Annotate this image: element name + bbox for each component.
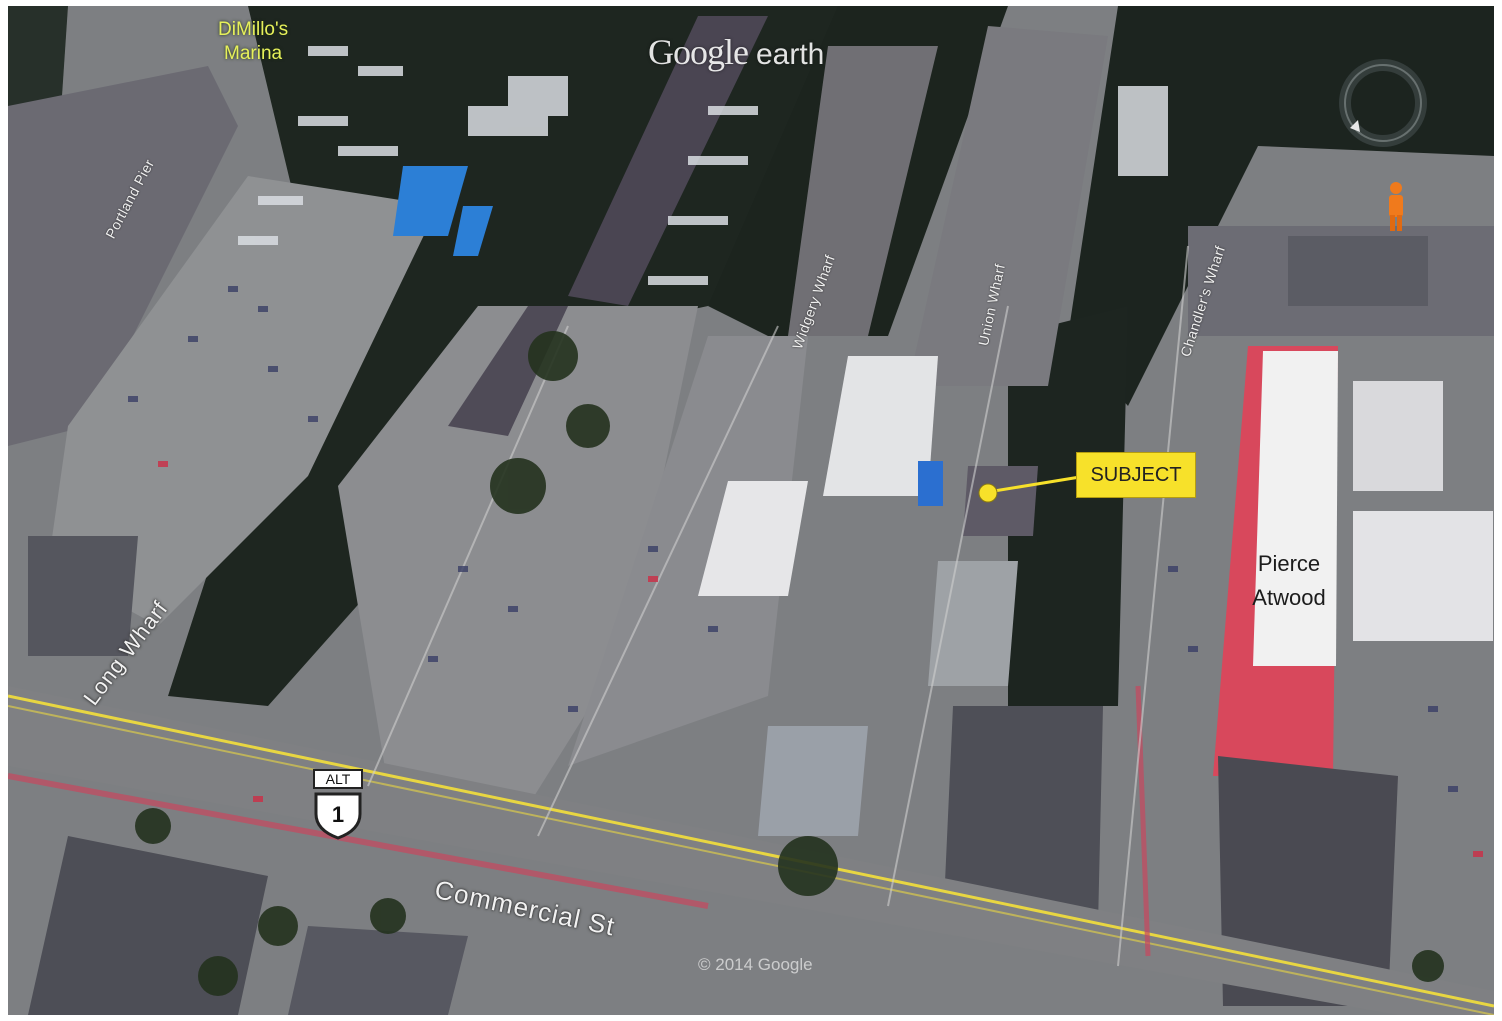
marina-label: DiMillo's Marina — [218, 19, 289, 64]
compass-icon[interactable] — [1338, 58, 1428, 148]
pierce-atwood-label: Pierce Atwood — [1252, 551, 1326, 611]
google-earth-logo: Google earth — [648, 32, 825, 72]
subject-marker-icon — [978, 483, 998, 503]
subject-pointer-line — [987, 474, 1087, 494]
route-shield-number: 1 — [331, 802, 345, 827]
aerial-map[interactable]: Google earth DiMillo's Marina SUBJECT Pi… — [8, 6, 1494, 1015]
route-shield-top: ALT — [325, 771, 351, 787]
pegman-icon[interactable] — [1384, 181, 1408, 233]
subject-label: SUBJECT — [1076, 452, 1196, 498]
copyright-notice: © 2014 Google — [698, 955, 813, 974]
route-alt-1-shield: ALT 1 — [308, 768, 368, 840]
aerial-imagery — [8, 6, 1494, 1015]
